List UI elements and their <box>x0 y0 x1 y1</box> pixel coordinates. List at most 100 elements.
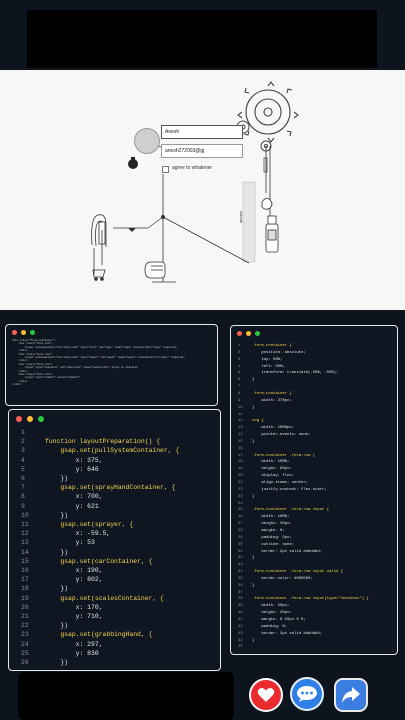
line-number: 26 <box>238 515 243 520</box>
line-number: 2 <box>238 350 241 355</box>
code-line: 39 width: 20px; <box>238 604 289 608</box>
code-line: 34.form-container .form-row input.valid … <box>238 570 343 574</box>
code-line: 18 width: 100%; <box>238 460 289 464</box>
code-line: 31 border: 2px solid #dddddd; <box>238 550 322 554</box>
line-number: 41 <box>238 618 243 622</box>
line-number: 23 <box>21 631 29 639</box>
code-text: }) <box>45 511 69 519</box>
agree-checkbox-label: agree to whatever <box>172 165 213 171</box>
code-line: </div> <box>12 383 22 387</box>
machine-illustration <box>91 81 299 283</box>
code-text: padding: 0; <box>252 624 288 629</box>
hand-icon <box>144 261 166 279</box>
maximize-dot-icon <box>30 330 35 335</box>
code-text: top: 50%; <box>252 357 283 362</box>
line-number: 38 <box>238 597 243 602</box>
code-text: }) <box>45 659 69 666</box>
code-line: 36} <box>238 584 254 588</box>
line-number: 10 <box>21 511 29 519</box>
line-number: 7 <box>238 385 241 390</box>
chain-pulley-icon <box>91 214 107 275</box>
line-number: 10 <box>238 405 243 410</box>
code-text: .form-container .form-row input[type="ch… <box>252 597 369 602</box>
code-line: 25 y: 830 <box>21 650 99 657</box>
line-number: 22 <box>21 622 29 630</box>
code-text: border: 2px solid #dddddd; <box>252 549 323 554</box>
code-line: 4 x: 375, <box>21 457 103 464</box>
share-button[interactable] <box>334 678 368 712</box>
code-line: 15} <box>238 440 254 444</box>
code-text: height: 20px; <box>252 611 292 616</box>
code-line: <input autocomplete="one-time-code" type… <box>12 356 185 359</box>
code-line: 9 y: 621 <box>21 503 99 510</box>
code-text: left: 50%; <box>252 364 285 369</box>
code-text: }) <box>45 548 69 556</box>
submit-scale-label[interactable]: submit <box>239 211 244 223</box>
line-number: 20 <box>238 474 243 479</box>
agree-checkbox[interactable] <box>162 166 169 173</box>
line-number: 39 <box>238 604 243 609</box>
code-text: y: 830 <box>45 649 99 657</box>
like-button[interactable] <box>249 678 283 712</box>
code-line: 26 width: 100%; <box>238 515 289 519</box>
line-number: 27 <box>238 522 243 527</box>
code-line: 18 }) <box>21 585 68 592</box>
code-line: <div class="form-row"> <box>12 362 53 366</box>
code-line: 13 width: 1000px; <box>238 426 294 430</box>
code-text: gsap.set(scalesContainer, { <box>45 594 164 602</box>
redacted-footer <box>18 672 234 720</box>
code-line: 19 height: 60px; <box>238 467 292 471</box>
line-number: 33 <box>238 563 243 568</box>
code-text: } <box>252 439 255 444</box>
line-number: 5 <box>238 371 241 376</box>
comments-button[interactable] <box>290 677 324 711</box>
code-line: <input type="checkbox" id="subscribe" na… <box>12 366 139 370</box>
code-line: </div> <box>12 359 28 363</box>
code-line: 27 height: 30px; <box>238 522 292 526</box>
code-text: }) <box>45 475 69 482</box>
line-number: 29 <box>238 535 243 540</box>
line-number: 25 <box>21 649 29 657</box>
code-line: 17.form-container .form-row { <box>238 454 315 458</box>
code-line: 25 .form-container .form-row input { <box>238 508 329 512</box>
code-text: width: 270px; <box>252 398 292 403</box>
line-number: 5 <box>21 465 25 473</box>
line-number: 1 <box>21 429 25 436</box>
line-number: 44 <box>238 638 243 643</box>
line-number: 40 <box>238 611 243 616</box>
line-number: 19 <box>21 594 29 602</box>
grabbing-hand-icon <box>261 198 273 210</box>
code-line: 5 y: 646 <box>21 466 99 473</box>
maximize-dot-icon <box>38 416 44 422</box>
code-line: 16 x: 190, <box>21 567 103 574</box>
code-text: }) <box>45 622 69 630</box>
code-text: outline: none; <box>252 542 295 547</box>
code-line: 11 gsap.set(sprayer, { <box>21 521 133 528</box>
line-number: 25 <box>238 508 243 513</box>
code-text: } <box>252 638 255 643</box>
code-line: 9 width: 270px; <box>238 399 292 403</box>
code-text: x: 700, <box>45 493 103 501</box>
name-field[interactable]: Anesh <box>161 125 243 139</box>
code-text: x: 375, <box>45 456 103 464</box>
code-line: 22 justify-content: flex-start; <box>238 488 327 492</box>
code-text: align-items: center; <box>252 481 309 485</box>
code-text: padding: 5px; <box>252 535 292 540</box>
window-controls <box>16 416 44 422</box>
spray-bottle-icon <box>265 215 279 253</box>
chat-bubble-icon <box>297 686 317 702</box>
code-text: .form-container .form-row input { <box>252 508 330 513</box>
line-number: 34 <box>238 570 243 575</box>
code-text: margin: 0; <box>252 528 285 533</box>
code-text: gsap.set(sprayHandContainer, { <box>45 484 176 492</box>
minimize-dot-icon <box>27 416 33 422</box>
line-number: 15 <box>238 439 243 444</box>
code-line: 17 y: 802, <box>21 576 103 583</box>
code-line: 24 <box>238 502 252 506</box>
code-text: border-color: #000000; <box>252 576 313 581</box>
cart-icon <box>92 269 106 281</box>
code-text: gsap.set(grabbingHand, { <box>45 631 153 639</box>
code-text: } <box>252 405 255 410</box>
email-field[interactable]: anesh272003@gj <box>161 144 243 158</box>
code-line: 21 align-items: center; <box>238 481 308 485</box>
